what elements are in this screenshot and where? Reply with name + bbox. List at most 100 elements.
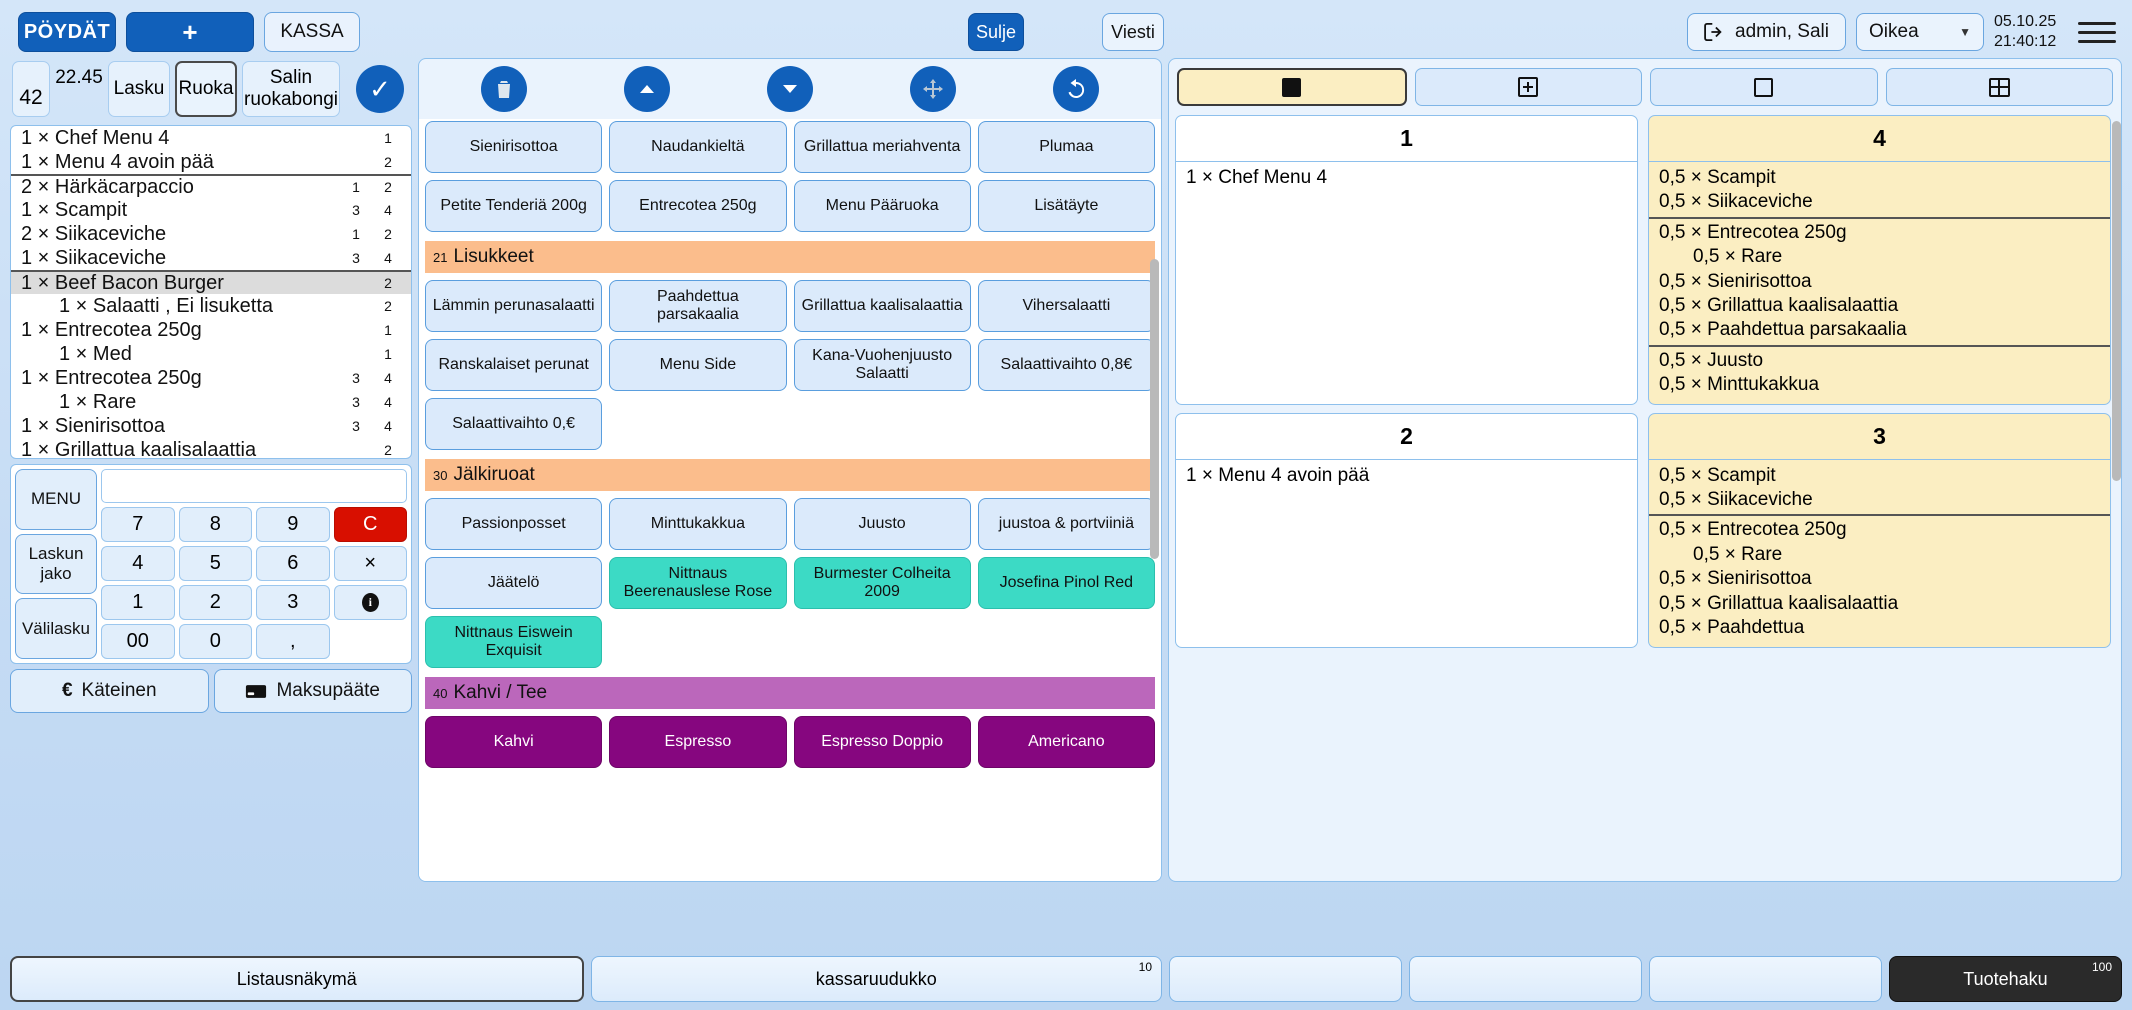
close-button[interactable]: Sulje bbox=[968, 13, 1024, 51]
keypad-key-7[interactable]: 7 bbox=[101, 507, 175, 542]
product-button[interactable]: Naudankieltä bbox=[609, 121, 787, 173]
product-button[interactable]: Grillattua kaalisalaattia bbox=[793, 280, 971, 332]
subtotal-button[interactable]: Välilasku bbox=[15, 598, 97, 660]
user-button[interactable]: admin, Sali bbox=[1687, 13, 1846, 51]
seat-item-row[interactable]: 0,5 × Juusto bbox=[1649, 344, 2110, 373]
product-button[interactable]: Ranskalaiset perunat bbox=[425, 339, 603, 391]
seat-item-row[interactable]: 0,5 × Grillattua kaalisalaattia bbox=[1659, 295, 1899, 317]
keypad-key-c[interactable]: C bbox=[333, 507, 407, 542]
seat-item-row[interactable]: 0,5 × Siikaceviche bbox=[1659, 489, 1813, 511]
product-button[interactable]: Grillattua meriahventa bbox=[793, 121, 971, 173]
product-button[interactable]: Lämmin perunasalaatti bbox=[425, 280, 603, 332]
keypad-key-6[interactable]: 6 bbox=[256, 546, 330, 581]
keypad-key-0[interactable]: 0 bbox=[178, 624, 252, 659]
card-terminal-button[interactable]: Maksupääte bbox=[213, 669, 412, 713]
seat-item-row[interactable]: 0,5 × Rare bbox=[1693, 543, 1783, 565]
seat-item-row[interactable]: 0,5 × Rare bbox=[1693, 246, 1783, 268]
product-button[interactable]: Passionposset bbox=[425, 498, 603, 550]
product-button[interactable]: Lisätäyte bbox=[977, 180, 1155, 232]
keypad-key-9[interactable]: 9 bbox=[256, 507, 330, 542]
dining-order-slip-button[interactable]: Salin ruokabongi bbox=[242, 61, 340, 117]
message-button[interactable]: Viesti bbox=[1102, 13, 1164, 51]
seat-item-row[interactable]: 0,5 × Scampit bbox=[1659, 167, 1776, 188]
menu-button[interactable]: MENU bbox=[15, 469, 97, 530]
product-button[interactable]: Juusto bbox=[793, 498, 971, 550]
invoice-button[interactable]: Lasku bbox=[108, 61, 170, 117]
info-icon[interactable]: i bbox=[333, 585, 407, 620]
grid-four-icon[interactable] bbox=[1885, 68, 2113, 106]
keypad-key-multiply[interactable]: × bbox=[333, 546, 407, 581]
product-button[interactable]: Minttukakkua bbox=[609, 498, 787, 550]
product-button[interactable]: Burmester Colheita 2009 bbox=[793, 557, 971, 609]
seat-item-row[interactable]: 0,5 × Minttukakkua bbox=[1659, 374, 1820, 396]
product-button[interactable]: Entrecotea 250g bbox=[609, 180, 787, 232]
seat-item-row[interactable]: 0,5 × Paahdettua parsakaalia bbox=[1659, 319, 1907, 341]
product-button[interactable]: juustoa & portviiniä bbox=[977, 498, 1155, 550]
product-scrollbar[interactable] bbox=[1150, 259, 1159, 559]
seat-item-row[interactable]: 0,5 × Grillattua kaalisalaattia bbox=[1659, 592, 1899, 614]
product-button[interactable]: Vihersalaatti bbox=[977, 280, 1155, 332]
keypad-key-comma[interactable]: , bbox=[256, 624, 330, 659]
seat-item-row[interactable]: 0,5 × Entrecotea 250g bbox=[1649, 514, 2110, 542]
seat-item-row[interactable]: 0,5 × Scampit bbox=[1659, 464, 1776, 486]
product-button[interactable]: Salaattivaihto 0,€ bbox=[425, 398, 603, 450]
seat-item-row[interactable]: 0,5 × Siikaceviche bbox=[1659, 191, 1813, 213]
keypad-display[interactable] bbox=[101, 469, 407, 503]
undo-icon[interactable] bbox=[1052, 66, 1099, 112]
filled-square-icon[interactable] bbox=[1177, 68, 1407, 106]
empty-square-icon[interactable] bbox=[1650, 68, 1878, 106]
keypad-key-8[interactable]: 8 bbox=[178, 507, 252, 542]
register-button[interactable]: KASSA bbox=[264, 12, 360, 52]
seat-item-row[interactable]: 1 × Menu 4 avoin pää bbox=[1186, 464, 1370, 486]
add-button[interactable]: + bbox=[126, 12, 254, 52]
menu-icon[interactable] bbox=[2078, 15, 2116, 49]
product-button[interactable]: Espresso bbox=[609, 716, 787, 768]
keypad-key-00[interactable]: 00 bbox=[101, 624, 175, 659]
food-button[interactable]: Ruoka bbox=[175, 61, 237, 117]
seats-scrollbar[interactable] bbox=[2112, 121, 2121, 481]
product-button[interactable]: Plumaa bbox=[977, 121, 1155, 173]
chevron-up-icon[interactable] bbox=[624, 66, 671, 112]
tables-button[interactable]: PÖYDÄT bbox=[18, 12, 116, 52]
bottom-bar-button[interactable] bbox=[1649, 956, 1882, 1002]
seat-item-row[interactable]: 0,5 × Sienirisottoa bbox=[1659, 568, 1812, 590]
split-bill-button[interactable]: Laskun jako bbox=[15, 533, 97, 595]
keypad-key-4[interactable]: 4 bbox=[101, 546, 175, 581]
trash-icon[interactable] bbox=[481, 66, 528, 112]
square-plus-icon[interactable] bbox=[1414, 68, 1642, 106]
product-button[interactable]: Paahdettua parsakaalia bbox=[609, 280, 787, 332]
product-button[interactable]: Jäätelö bbox=[425, 557, 603, 609]
product-button[interactable]: Menu Side bbox=[609, 339, 787, 391]
seat-item-row[interactable]: 0,5 × Paahdettua bbox=[1659, 617, 1805, 639]
move-icon[interactable] bbox=[909, 66, 956, 112]
product-button[interactable]: Kahvi bbox=[425, 716, 603, 768]
product-button[interactable]: Josefina Pinol Red bbox=[977, 557, 1155, 609]
confirm-icon[interactable]: ✓ bbox=[356, 65, 404, 113]
product-button[interactable]: Americano bbox=[977, 716, 1155, 768]
side-select[interactable]: Oikea ▼ bbox=[1856, 13, 1984, 51]
keypad-key-2[interactable]: 2 bbox=[178, 585, 252, 620]
bottom-bar-button[interactable] bbox=[1409, 956, 1642, 1002]
product-button[interactable]: Kana-Vuohenjuusto Salaatti bbox=[793, 339, 971, 391]
product-button[interactable]: Menu Pääruoka bbox=[793, 180, 971, 232]
seat-item-row[interactable]: 1 × Chef Menu 4 bbox=[1186, 167, 1328, 188]
product-button[interactable]: Espresso Doppio bbox=[793, 716, 971, 768]
